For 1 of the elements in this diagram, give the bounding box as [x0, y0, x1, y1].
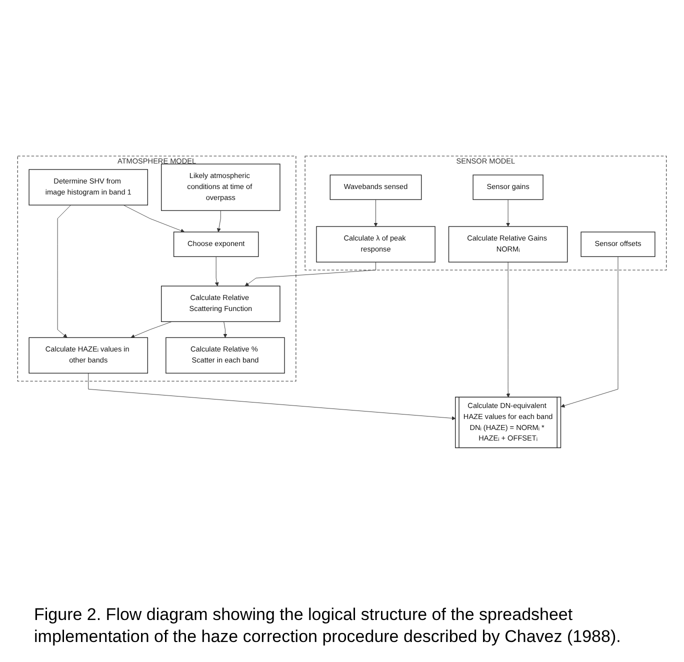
- figure-caption: Figure 2. Flow diagram showing the logical structure of the spreadsheet implementation of the haze correction procedure described by Chavez (1988).: [34, 604, 622, 648]
